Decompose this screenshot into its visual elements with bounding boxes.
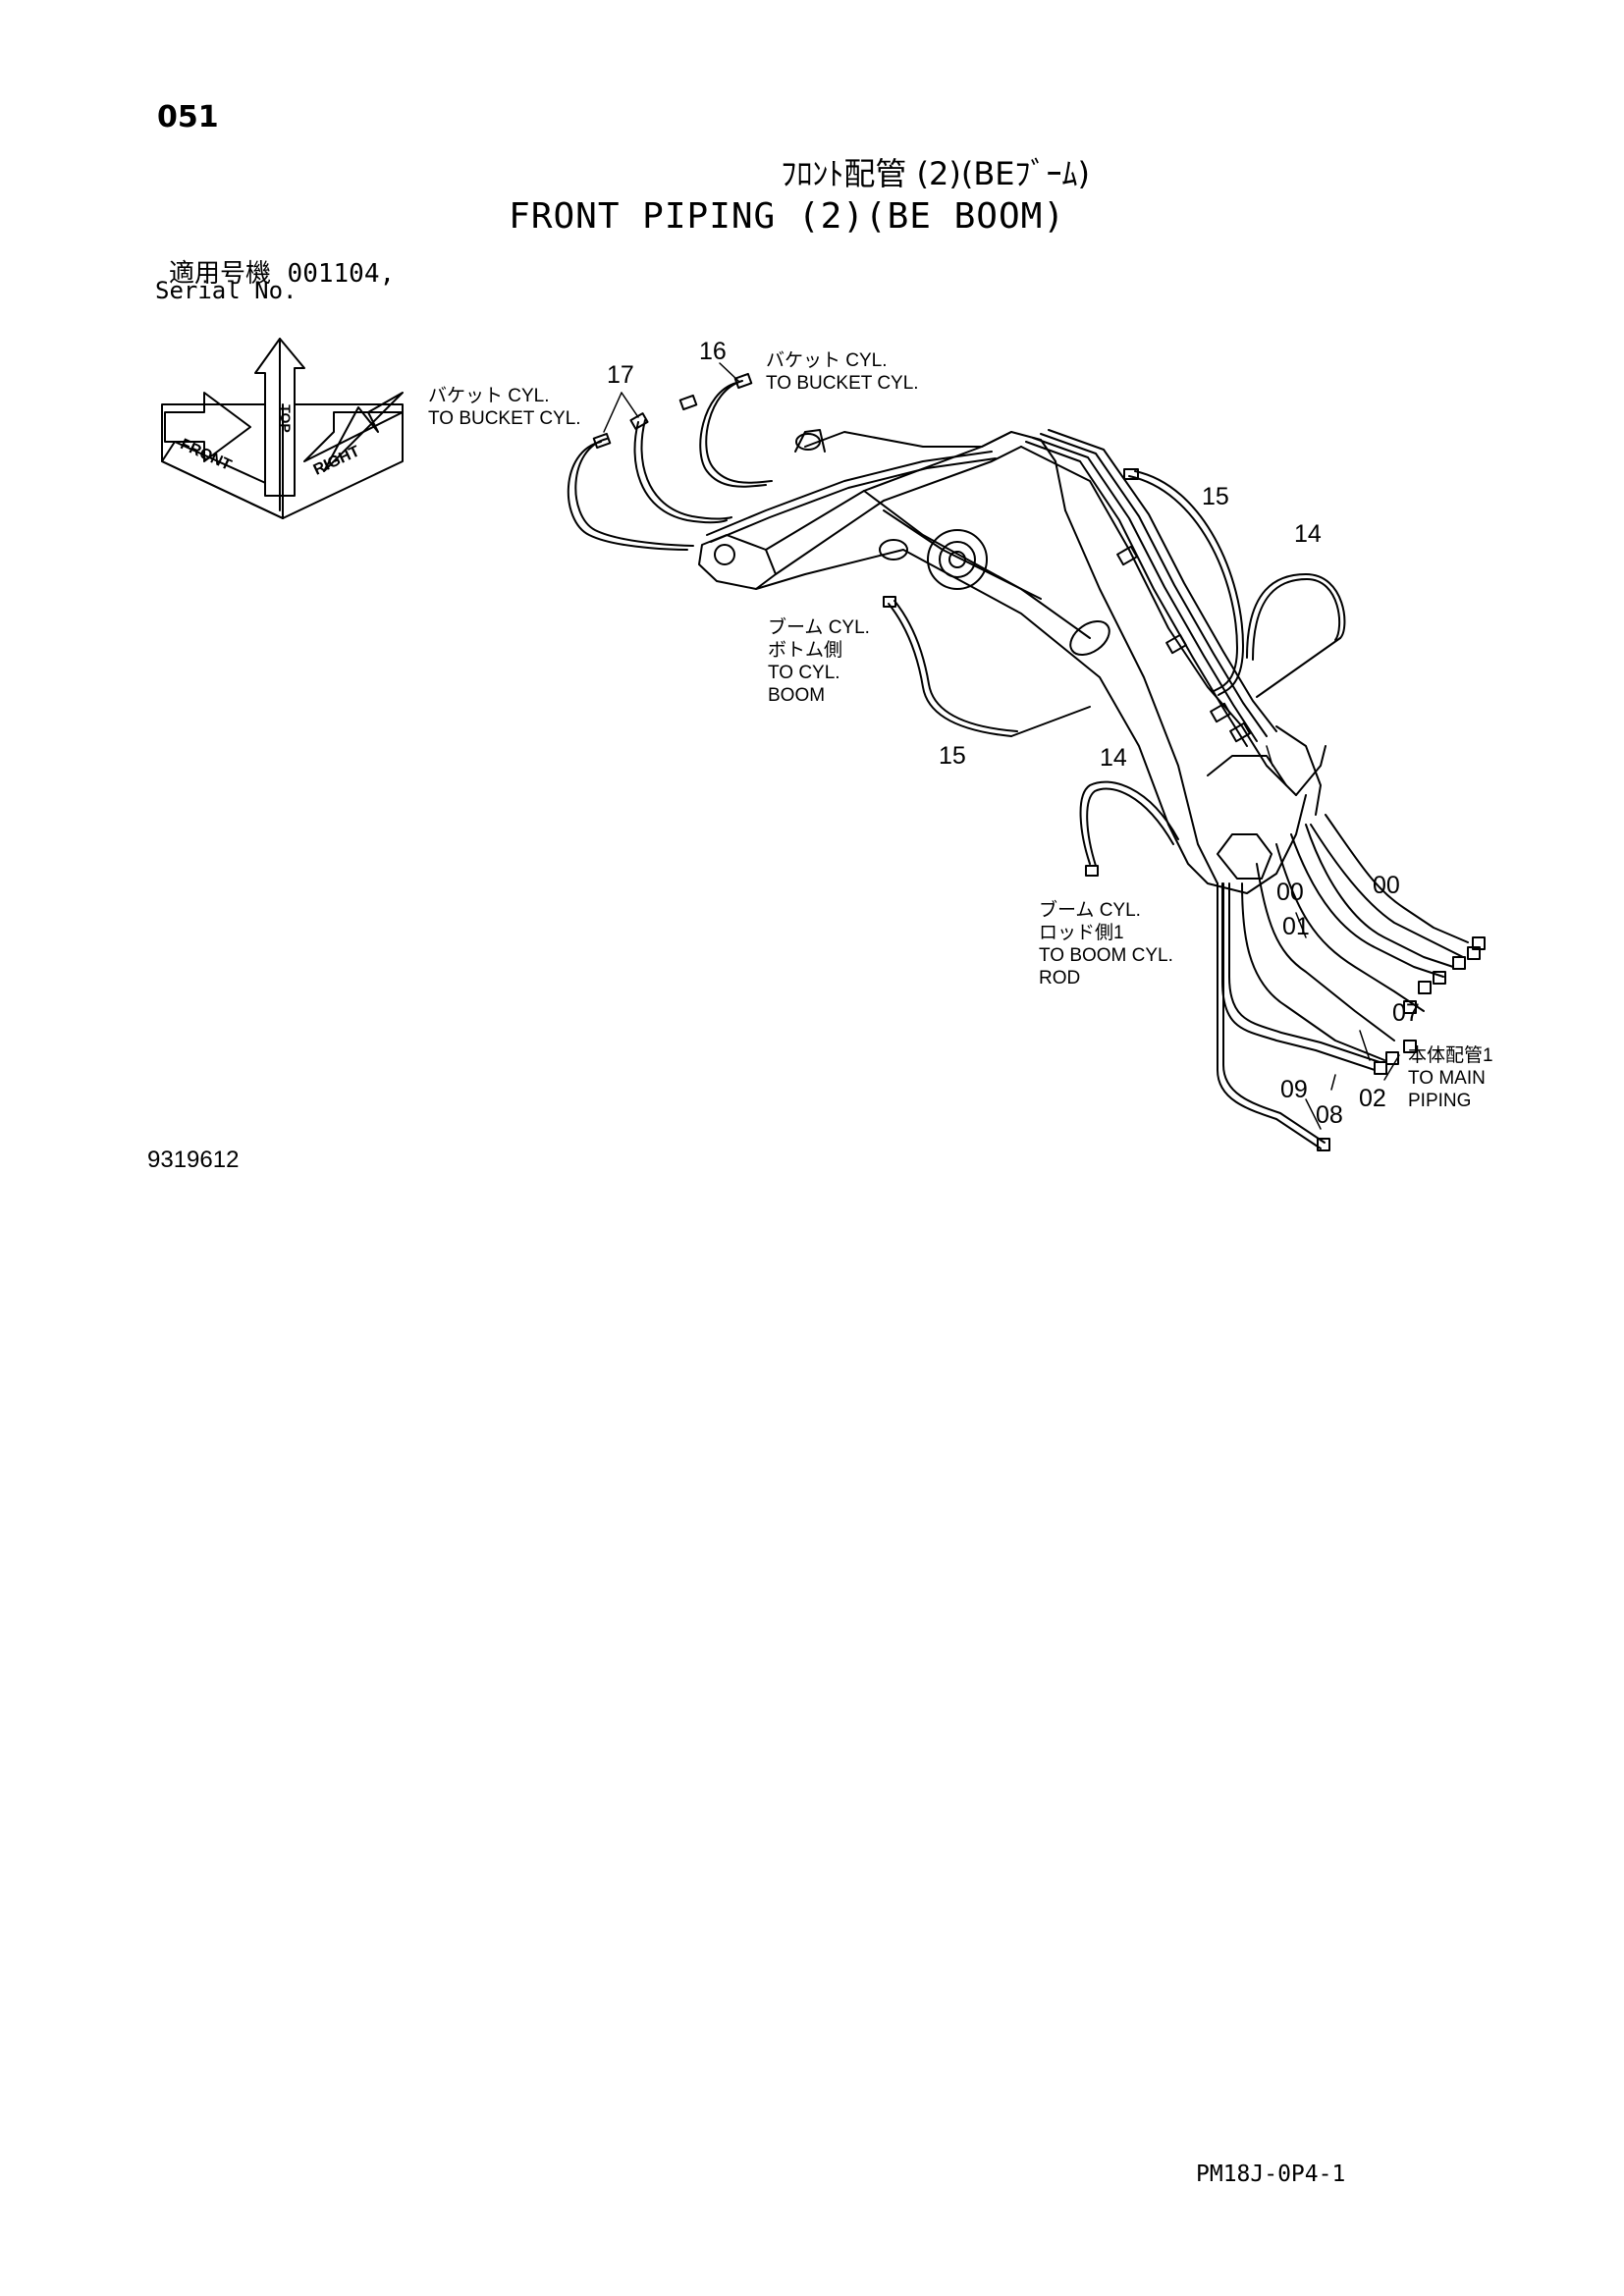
page-code: PM18J-0P4-1 (1196, 2162, 1346, 2187)
hose-15-lower (883, 596, 1091, 737)
callout-17: 17 (607, 361, 634, 389)
label-line: TO MAIN (1408, 1068, 1486, 1089)
label-line: ブーム CYL. (1039, 900, 1141, 921)
page-title-jp: ﾌﾛﾝﾄ配管 (2)(BEﾌﾞｰﾑ) (781, 155, 1090, 192)
callout-01: 01 (1282, 913, 1310, 940)
label-to-boom-cyl-bottom: ブーム CYL. ボトム側 TO CYL. BOOM (768, 616, 870, 707)
label-line: TO BUCKET CYL. (428, 408, 581, 429)
label-line: ロッド側1 (1039, 923, 1124, 943)
callout-00-left: 00 (1276, 879, 1304, 906)
hose-17 (567, 394, 732, 551)
label-to-bucket-cyl-left: バケット CYL. TO BUCKET CYL. (428, 385, 581, 430)
callout-09: 09 (1280, 1076, 1308, 1103)
label-line: 本体配管1 (1408, 1045, 1493, 1066)
hose-14-upper (1246, 573, 1346, 698)
callout-07: 07 (1392, 999, 1420, 1027)
label-line: ROD (1039, 968, 1081, 988)
label-to-main-piping: 本体配管1 TO MAIN PIPING (1408, 1044, 1493, 1112)
front-piping-drawing (161, 338, 1486, 1151)
callout-15-lower: 15 (939, 742, 966, 770)
lower-pipe-bundle (1217, 814, 1486, 1151)
label-line: ボトム側 (768, 640, 843, 661)
serial-label-jp-text: 適用号機 (169, 259, 272, 289)
callout-08: 08 (1316, 1101, 1343, 1129)
callout-14-upper: 14 (1294, 520, 1322, 548)
label-line: PIPING (1408, 1091, 1472, 1111)
label-line: TO BOOM CYL. (1039, 945, 1173, 966)
serial-label-jp: 適用号機 001104, (169, 253, 395, 290)
label-to-bucket-cyl-top: バケット CYL. TO BUCKET CYL. (766, 349, 919, 395)
label-line: バケット CYL. (766, 350, 888, 371)
callout-02: 02 (1359, 1085, 1386, 1112)
orientation-top-label: TOP (277, 404, 294, 433)
hose-14-lower (1079, 780, 1179, 877)
drawing-number: 9319612 (147, 1147, 240, 1173)
callout-00-right: 00 (1373, 872, 1400, 899)
serial-label-en: Serial No. (155, 277, 298, 304)
label-line: TO BUCKET CYL. (766, 373, 919, 394)
page-number: 051 (157, 100, 219, 134)
callout-16: 16 (699, 338, 727, 365)
label-line: TO CYL. (768, 663, 840, 683)
label-line: バケット CYL. (428, 386, 550, 406)
label-to-boom-cyl-rod: ブーム CYL. ロッド側1 TO BOOM CYL. ROD (1039, 899, 1173, 989)
page-title-en: FRONT PIPING (2)(BE BOOM) (509, 196, 1065, 237)
callout-15-upper: 15 (1202, 483, 1229, 510)
orientation-arrows-icon (161, 338, 404, 519)
boom-body-outline (698, 429, 1326, 894)
serial-value: 001104, (287, 259, 396, 289)
label-line: BOOM (768, 685, 826, 706)
callout-14-lower: 14 (1100, 744, 1127, 772)
label-line: ブーム CYL. (768, 617, 870, 638)
leader-lines (603, 362, 1400, 1130)
hose-15-upper (1123, 468, 1244, 696)
hose-16 (699, 372, 773, 488)
